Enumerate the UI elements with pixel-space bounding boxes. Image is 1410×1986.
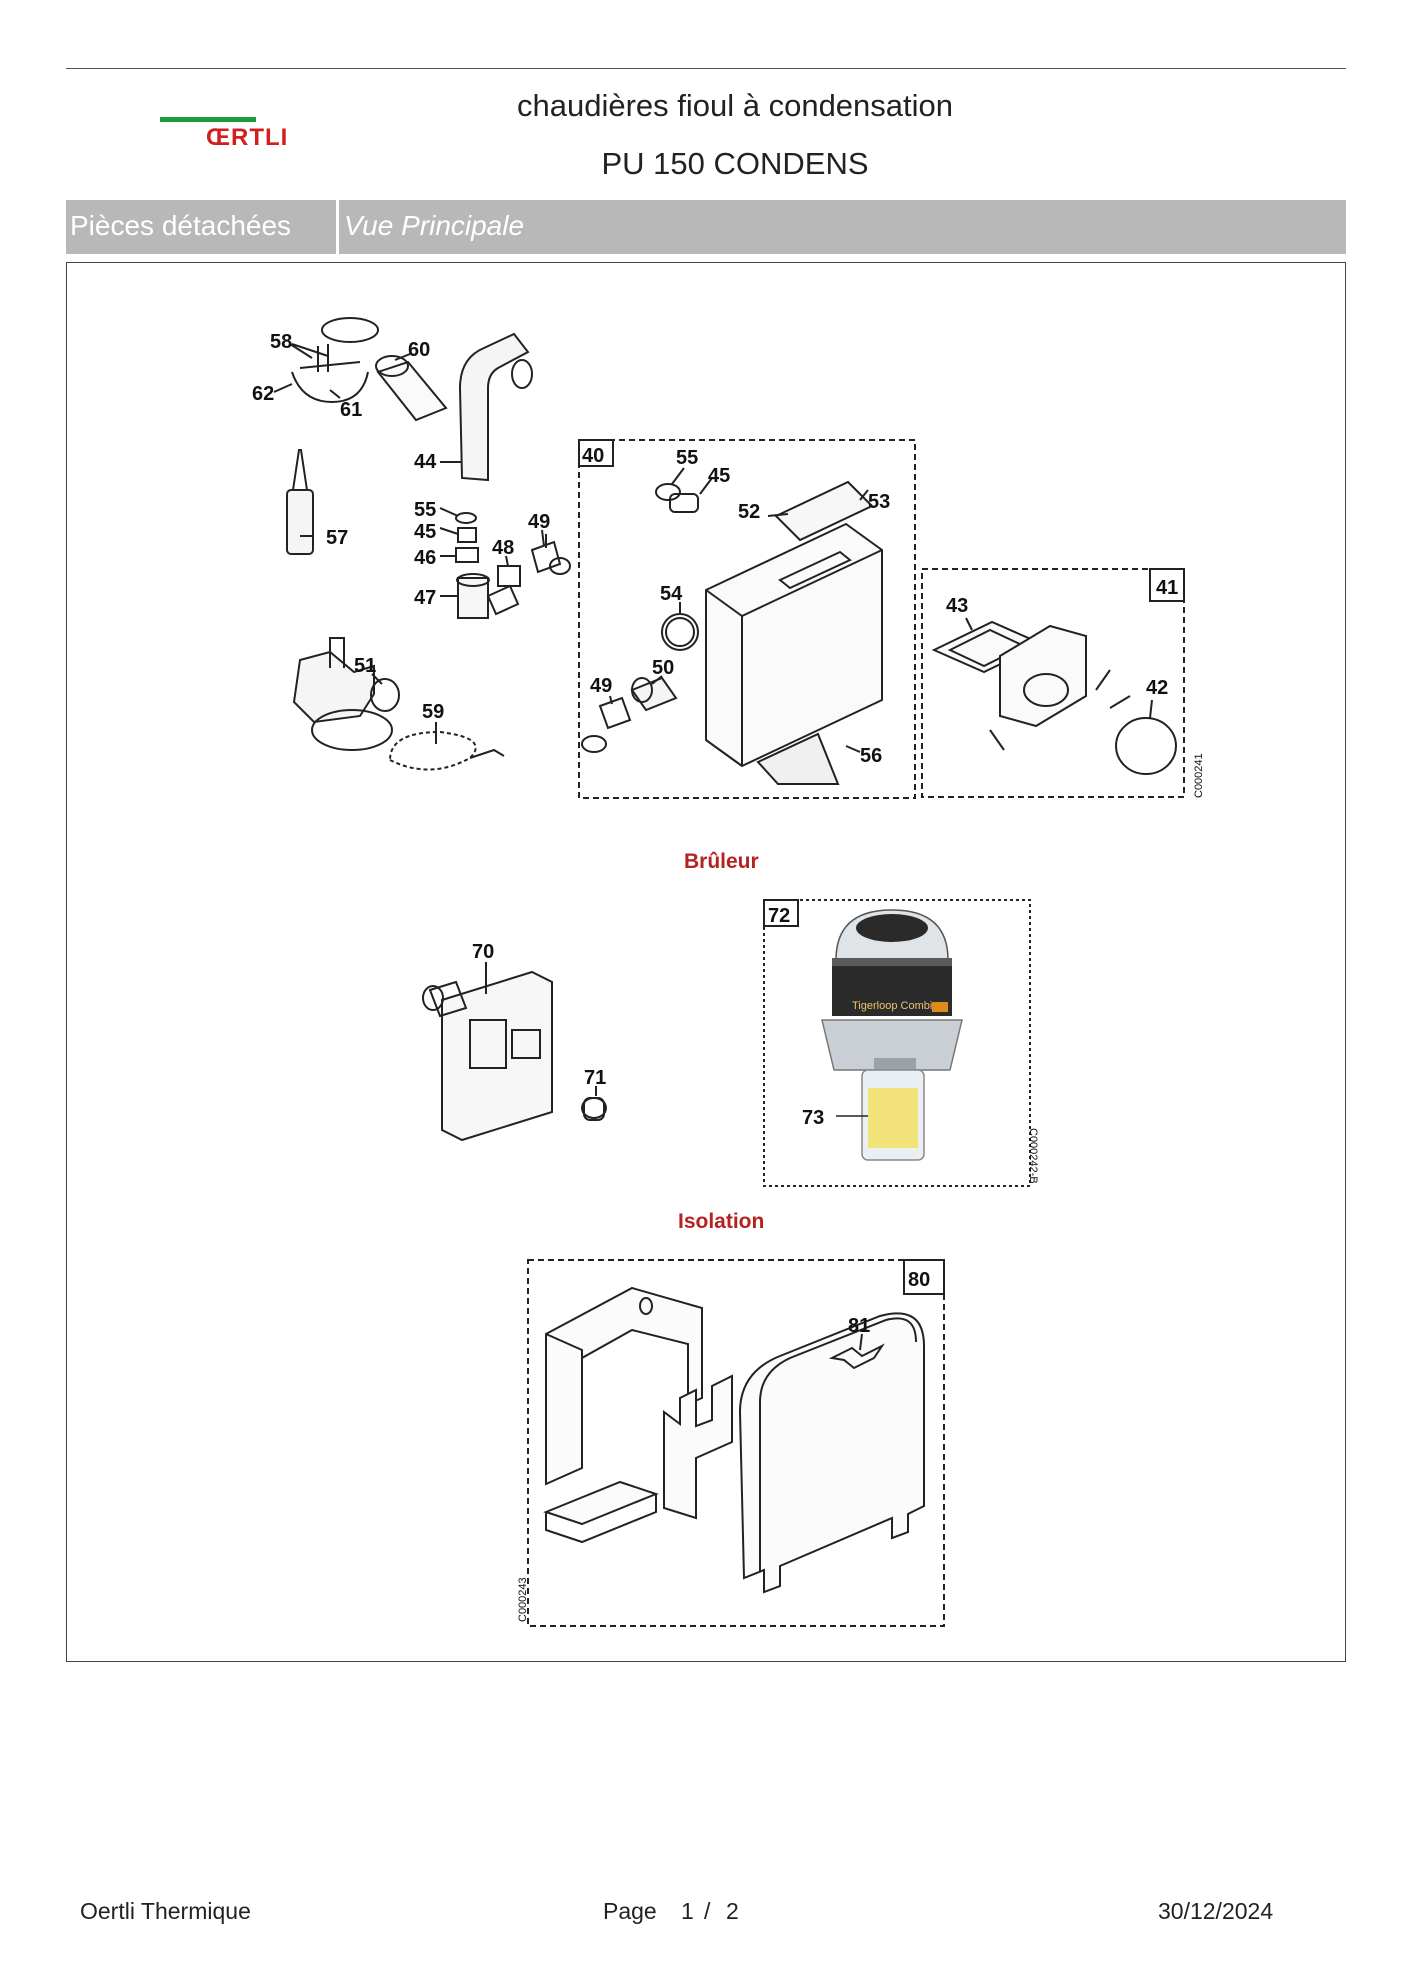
chain-part — [389, 730, 477, 771]
label-45-box40: 45 — [708, 465, 730, 487]
door-frame-part — [999, 624, 1087, 728]
label-53: 53 — [868, 491, 890, 513]
product-name: PU 150 CONDENS — [601, 146, 869, 181]
label-41: 41 — [1156, 577, 1178, 599]
label-40: 40 — [582, 445, 604, 467]
label-55: 55 — [414, 499, 436, 521]
footer-page-current: 1 — [681, 1898, 694, 1924]
label-43: 43 — [946, 595, 968, 617]
label-49-box40: 49 — [590, 675, 612, 697]
burner-unit-part — [441, 970, 553, 1142]
sealant-cartridge-part — [286, 489, 314, 555]
drawing-code-3: C000243 — [517, 1577, 529, 1622]
band-label-main-view: Vue Principale — [344, 210, 525, 241]
oil-filter-image — [821, 909, 963, 1161]
drawing-code-1: C000241 — [1193, 753, 1205, 798]
label-73: 73 — [802, 1107, 824, 1129]
label-59: 59 — [422, 701, 444, 723]
footer-date: 30/12/2024 — [1158, 1898, 1274, 1924]
label-44: 44 — [414, 451, 437, 473]
label-72: 72 — [768, 905, 790, 927]
footer-company: Oertli Thermique — [80, 1898, 251, 1924]
tube-part — [376, 360, 448, 422]
hose-part — [458, 332, 530, 482]
exchanger-body-part — [705, 522, 883, 768]
label-55-box40: 55 — [676, 447, 698, 469]
label-54: 54 — [660, 583, 683, 605]
siphon-part — [292, 650, 375, 724]
clamp-ring-part — [321, 317, 379, 343]
diagram-frame — [66, 262, 1346, 1662]
label-70: 70 — [472, 941, 494, 963]
label-49: 49 — [528, 511, 550, 533]
label-61: 61 — [340, 399, 362, 421]
section-label-burner: Brûleur — [684, 850, 759, 873]
footer-page-label: Page — [603, 1898, 657, 1924]
label-45: 45 — [414, 521, 436, 543]
label-42: 42 — [1146, 677, 1168, 699]
section-label-insulation: Isolation — [678, 1210, 765, 1233]
label-52: 52 — [738, 501, 760, 523]
drawing-code-2: C000242-B — [1027, 1128, 1039, 1184]
part-number-labels: 58 60 62 61 44 57 55 45 46 47 48 49 51 5… — [252, 331, 1178, 1337]
label-50: 50 — [652, 657, 674, 679]
logo-green-bar — [160, 117, 256, 122]
band-separator — [336, 200, 339, 254]
insulation-shell-left — [545, 1286, 703, 1486]
box-40-outline — [578, 439, 916, 799]
clamp-part — [291, 371, 369, 404]
filter-brand-label: Tigerloop Combi — [852, 1000, 932, 1012]
label-71: 71 — [584, 1067, 606, 1089]
label-47: 47 — [414, 587, 436, 609]
footer-page-separator: / — [704, 1898, 711, 1924]
label-58: 58 — [270, 331, 292, 353]
insulation-cover — [738, 1312, 925, 1594]
footer-page-total: 2 — [726, 1898, 739, 1924]
box-41-outline — [921, 568, 1185, 798]
tee-fitting-part — [457, 577, 489, 619]
label-57: 57 — [326, 527, 348, 549]
label-62: 62 — [252, 383, 274, 405]
label-56: 56 — [860, 745, 882, 767]
box-80-outline — [527, 1259, 945, 1627]
label-81: 81 — [848, 1315, 870, 1337]
cover-plate-part — [774, 480, 874, 542]
label-80: 80 — [908, 1269, 930, 1291]
header-band — [66, 200, 1346, 254]
label-48: 48 — [492, 537, 514, 559]
box-72-outline — [763, 899, 1031, 1187]
label-51: 51 — [354, 655, 376, 677]
top-rule — [66, 68, 1346, 69]
document-title: chaudières fioul à condensation — [516, 88, 954, 123]
insulation-insert — [663, 1374, 733, 1520]
band-label-spare-parts: Pièces détachées — [70, 210, 292, 241]
label-46: 46 — [414, 547, 436, 569]
label-60: 60 — [408, 339, 430, 361]
oertli-logo: ŒRTLI — [206, 124, 289, 151]
clip-part — [828, 1343, 885, 1370]
